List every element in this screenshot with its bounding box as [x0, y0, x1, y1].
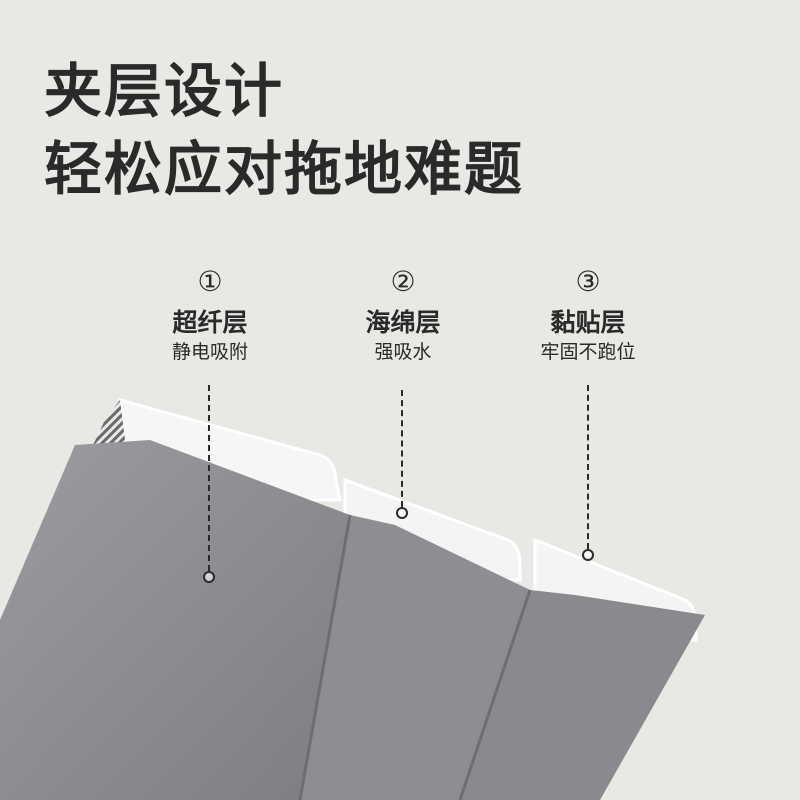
layer-label-adhesive: ③ 黏贴层 牢固不跑位 — [508, 268, 668, 362]
layer-description: 强吸水 — [374, 341, 432, 363]
callout-dot-2 — [396, 507, 408, 519]
callout-line-1 — [208, 385, 210, 571]
callout-line-2 — [401, 390, 403, 507]
layer-label-sponge: ② 海绵层 强吸水 — [323, 268, 483, 362]
layer-number: ① — [197, 265, 223, 298]
headline-line-1: 夹层设计 — [44, 57, 285, 125]
layer-number: ③ — [575, 265, 601, 298]
headline-line-2: 轻松应对拖地难题 — [44, 135, 525, 203]
layer-description: 静电吸附 — [171, 341, 248, 363]
layer-name: 海绵层 — [365, 308, 441, 337]
layer-name: 超纤层 — [172, 308, 248, 337]
layer-label-microfiber: ① 超纤层 静电吸附 — [130, 268, 290, 362]
callout-line-3 — [587, 385, 589, 549]
layer-name: 黏贴层 — [550, 308, 626, 337]
callout-dot-3 — [582, 549, 594, 561]
callout-dot-1 — [203, 571, 215, 583]
layer-description: 牢固不跑位 — [540, 341, 636, 363]
layer-number: ② — [390, 265, 416, 298]
